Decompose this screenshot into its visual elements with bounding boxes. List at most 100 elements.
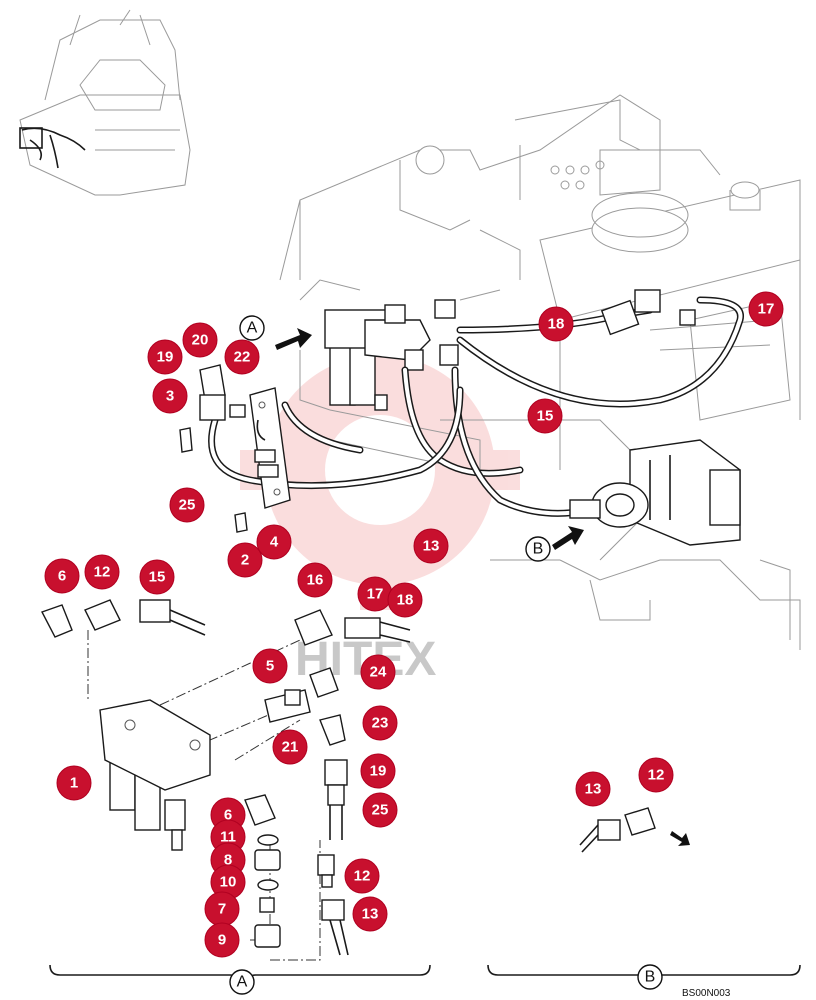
callout-circle	[527, 398, 563, 434]
callout-circle	[152, 378, 188, 414]
callout-label: 15	[149, 569, 166, 586]
callout-15: 17	[357, 576, 393, 612]
view-marker-circle	[239, 315, 265, 341]
callout-19: 21	[272, 729, 308, 765]
callout-12: 12	[84, 554, 120, 590]
callout-circle	[256, 524, 292, 560]
callout-circle	[182, 322, 218, 358]
callout-7: 18	[538, 306, 574, 342]
fittings-upper	[179, 289, 696, 533]
callout-label: 21	[282, 739, 299, 756]
callout-label: 6	[58, 568, 66, 585]
callout-circle	[297, 562, 333, 598]
view-arrows	[275, 328, 690, 846]
filter-assembly-installed	[324, 299, 459, 411]
callout-20: 23	[362, 705, 398, 741]
view-marker-1: B	[525, 536, 551, 562]
callout-circle	[56, 765, 92, 801]
view-marker-3: B	[637, 964, 663, 990]
callout-1: 19	[147, 339, 183, 375]
callout-label: 6	[224, 807, 232, 824]
callout-9: 15	[527, 398, 563, 434]
callout-18: 24	[360, 654, 396, 690]
callout-label: 10	[220, 874, 237, 891]
callout-6: 4	[256, 524, 292, 560]
callout-circle	[638, 757, 674, 793]
callout-label: 17	[758, 301, 775, 318]
callout-circle	[538, 306, 574, 342]
callout-22: 19	[360, 753, 396, 789]
callout-2: 22	[224, 339, 260, 375]
callout-circle	[362, 792, 398, 828]
callout-label: 11	[220, 829, 236, 846]
view-marker-label: B	[645, 969, 656, 986]
callout-label: 15	[537, 408, 554, 425]
view-marker-circle	[637, 964, 663, 990]
callout-circle	[413, 528, 449, 564]
callout-16: 18	[387, 582, 423, 618]
callout-3: 3	[152, 378, 188, 414]
callout-label: 12	[354, 868, 371, 885]
callout-24: 25	[362, 792, 398, 828]
callout-label: 2	[241, 552, 249, 569]
callout-8: 17	[748, 291, 784, 327]
view-marker-label: A	[237, 974, 248, 991]
callout-circle	[344, 858, 380, 894]
callout-circle	[748, 291, 784, 327]
callout-label: 25	[179, 497, 196, 514]
callout-label: 8	[224, 852, 232, 869]
callout-label: 17	[367, 586, 384, 603]
machine-thumbnail	[19, 9, 191, 196]
callout-label: 1	[70, 775, 78, 792]
callout-label: 3	[166, 388, 174, 405]
callout-label: 19	[370, 763, 387, 780]
callout-label: 23	[372, 715, 389, 732]
exploded-view-a	[41, 599, 411, 961]
callout-label: 4	[270, 534, 279, 551]
callout-14: 16	[297, 562, 333, 598]
callout-circle	[252, 648, 288, 684]
callout-circle	[352, 896, 388, 932]
view-marker-label: A	[247, 320, 258, 337]
callout-circle	[84, 554, 120, 590]
callout-circle	[147, 339, 183, 375]
exploded-view-b	[579, 807, 656, 853]
callout-label: 16	[307, 572, 324, 589]
callout-circle	[169, 487, 205, 523]
callout-10: 13	[413, 528, 449, 564]
mounting-plate	[249, 387, 291, 509]
callout-circle	[272, 729, 308, 765]
callout-5: 2	[227, 542, 263, 578]
callout-circle	[360, 753, 396, 789]
callout-circle	[362, 705, 398, 741]
callout-0: 20	[182, 322, 218, 358]
callout-30: 13	[352, 896, 388, 932]
callout-label: 13	[585, 781, 602, 798]
callout-label: 13	[362, 906, 379, 923]
callout-33: 12	[638, 757, 674, 793]
pump	[591, 439, 741, 546]
callout-circle	[360, 654, 396, 690]
callout-label: 20	[192, 332, 209, 349]
callout-label: 19	[157, 349, 174, 366]
view-markers: A B A B	[229, 315, 663, 995]
callout-circle	[575, 771, 611, 807]
view-marker-circle	[525, 536, 551, 562]
callout-11: 6	[44, 558, 80, 594]
callout-circle	[204, 922, 240, 958]
callout-31: 9	[204, 922, 240, 958]
callout-label: 7	[218, 901, 226, 918]
callout-29: 7	[204, 891, 240, 927]
callout-label: 18	[397, 592, 414, 609]
callout-label: 24	[370, 664, 387, 681]
callout-label: 25	[372, 802, 389, 819]
view-marker-0: A	[239, 315, 265, 341]
callout-label: 5	[266, 658, 274, 675]
callout-21: 1	[56, 765, 92, 801]
callout-17: 5	[252, 648, 288, 684]
callout-label: 9	[218, 932, 226, 949]
callout-circle	[224, 339, 260, 375]
callout-4: 25	[169, 487, 205, 523]
callout-label: 22	[234, 349, 251, 366]
